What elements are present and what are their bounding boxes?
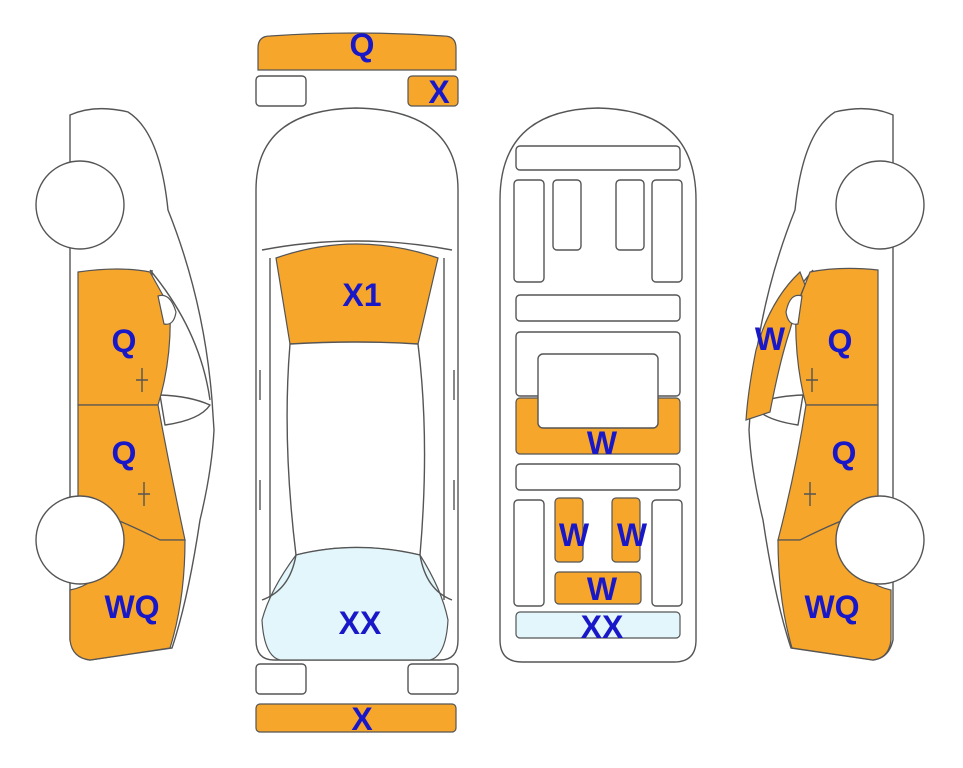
right-taillight[interactable] <box>407 663 459 695</box>
right-front-door-label: Q <box>828 323 853 359</box>
right-front-wheel <box>835 160 925 250</box>
floor-rear-right-rail[interactable] <box>611 497 641 563</box>
right-side-mirror <box>785 294 803 325</box>
floor-left-inner <box>552 179 582 251</box>
top-view: Q X X1 XX X <box>255 27 459 737</box>
floor-rear-left-rail[interactable] <box>554 497 584 563</box>
front-bumper-label: Q <box>350 27 375 63</box>
floor-center-cutout <box>537 353 659 429</box>
floor-rear-left-label: W <box>559 517 590 553</box>
hood-panel[interactable] <box>275 243 439 345</box>
door-lines <box>269 258 445 600</box>
right-front-door-handle <box>806 368 818 392</box>
floor-front-cross <box>515 145 681 171</box>
rear-glass-panel[interactable] <box>261 546 449 661</box>
right-headlight-label: X <box>428 74 450 110</box>
right-rear-door-label: Q <box>832 435 857 471</box>
right-rear-wheel <box>835 495 925 585</box>
left-mirror <box>159 394 211 426</box>
floor-right-frame <box>651 179 683 283</box>
floor-rear-panel-label: XX <box>581 609 624 645</box>
floor-rear-right-frame <box>651 499 683 607</box>
left-headlight[interactable] <box>255 75 307 107</box>
right-rear-quarter-panel[interactable] <box>777 511 892 661</box>
floor-mid-cross <box>515 294 681 322</box>
floor-rear-panel[interactable] <box>515 611 681 639</box>
left-rear-wheel <box>35 495 125 585</box>
right-headlight[interactable] <box>407 75 459 107</box>
floor-rear-cross <box>515 463 681 491</box>
cowl-line <box>261 240 453 251</box>
rear-glass-label: XX <box>339 605 382 641</box>
floor-rear-left-frame <box>513 499 545 607</box>
floor-rear-crossmember[interactable] <box>554 571 642 605</box>
floor-left-frame <box>513 179 545 283</box>
left-front-door-label: Q <box>112 323 137 359</box>
left-rear-door-label: Q <box>112 435 137 471</box>
left-front-wheel <box>35 160 125 250</box>
rear-bumper-panel[interactable] <box>255 703 457 733</box>
floor-view: W W W W XX <box>499 107 697 663</box>
roof-panel <box>286 341 426 556</box>
floor-rear-cross-label: W <box>587 571 618 607</box>
floor-rear-right-label: W <box>617 517 648 553</box>
left-rear-quarter-label: WQ <box>104 589 159 625</box>
right-a-pillar-label: W <box>755 321 786 357</box>
left-rear-quarter-panel[interactable] <box>69 511 186 661</box>
left-side-mirror <box>157 294 177 325</box>
rear-pillars <box>261 554 453 601</box>
left-front-door-handle <box>136 368 148 392</box>
hood-label: X1 <box>342 277 381 313</box>
left-side-view: Q Q WQ <box>35 107 215 661</box>
left-windshield-line <box>149 269 211 401</box>
right-rear-quarter-label: WQ <box>804 589 859 625</box>
right-rear-door-handle <box>804 482 816 506</box>
right-side-view: W Q Q WQ <box>745 107 925 661</box>
left-rear-door-handle <box>138 482 150 506</box>
floor-right-inner <box>615 179 645 251</box>
left-taillight[interactable] <box>255 663 307 695</box>
floor-center-label: W <box>587 425 618 461</box>
rear-bumper-label: X <box>351 701 373 737</box>
mirror-stubs <box>259 370 455 510</box>
front-bumper-panel[interactable] <box>257 32 457 71</box>
